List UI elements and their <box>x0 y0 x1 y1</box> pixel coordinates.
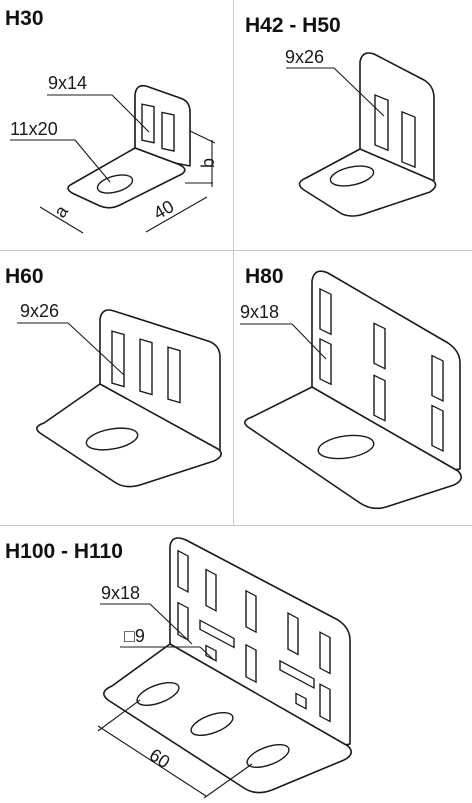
panel-h60: H60 9x26 <box>0 251 233 525</box>
hole-slot <box>431 404 444 452</box>
leader-line <box>149 603 193 645</box>
panel-title: H100 - H110 <box>5 540 123 563</box>
bracket-h30-drawing: 9x14 11x20 a b 40 <box>10 73 218 234</box>
hole-slot <box>431 354 444 402</box>
bracket-h80-drawing: 9x18 <box>240 270 462 510</box>
bracket-h42-drawing: 9x26 <box>285 47 437 217</box>
label-hole-base: 11x20 <box>10 119 58 139</box>
label-hole: 9x26 <box>20 301 59 321</box>
extension-line <box>97 699 141 732</box>
hole-slot <box>85 427 139 451</box>
hole-slot <box>190 711 234 737</box>
dimension-line <box>39 206 84 234</box>
divider-row-1 <box>0 250 472 251</box>
divider-row-2 <box>0 525 472 526</box>
dim-a-label: a <box>50 201 73 221</box>
dimension-line <box>189 130 216 144</box>
leader-line <box>333 67 385 117</box>
hole-slot <box>329 165 375 187</box>
hole-slot <box>373 374 386 422</box>
hole-slot <box>373 322 386 370</box>
hole-slot <box>139 338 153 396</box>
leader-line <box>111 94 150 133</box>
dimension-line <box>145 196 208 233</box>
hole-slot <box>319 337 332 386</box>
panel-h42-h50: H42 - H50 9x26 <box>234 0 472 250</box>
hole-square <box>295 692 307 710</box>
leader-line <box>291 323 327 360</box>
panel-title: H42 - H50 <box>245 14 341 37</box>
hole-slot <box>141 103 155 144</box>
label-square: □9 <box>124 626 145 646</box>
hole-slot <box>287 612 299 656</box>
panel-title: H30 <box>5 7 44 30</box>
dim-pitch-label: 60 <box>146 745 174 773</box>
hole-slot <box>319 683 331 723</box>
leader-line <box>74 139 111 183</box>
hole-slot <box>111 330 125 388</box>
panel-title: H80 <box>245 265 284 288</box>
divider-vertical <box>233 0 234 525</box>
label-hole: 9x26 <box>285 47 324 67</box>
hole-slot <box>245 643 257 684</box>
bracket-upright <box>99 309 221 452</box>
hole-slot <box>246 743 290 769</box>
hole-slot <box>401 110 416 169</box>
hole-slot <box>161 111 175 152</box>
bracket-base <box>298 148 437 217</box>
label-hole: 9x18 <box>240 302 279 322</box>
hole-slot <box>167 346 181 404</box>
label-hole-top: 9x14 <box>48 73 87 93</box>
leader-line <box>67 322 125 376</box>
hole-slot <box>317 434 375 460</box>
dim-length-label: 40 <box>150 196 177 223</box>
hole-slot <box>177 601 189 642</box>
bracket-h60-drawing: 9x26 <box>17 301 222 488</box>
extension-line <box>203 763 253 799</box>
panel-title: H60 <box>5 265 44 288</box>
hole-slot <box>177 549 189 594</box>
dim-b-label: b <box>198 158 218 168</box>
hole-slot <box>319 287 332 336</box>
label-hole: 9x18 <box>101 583 140 603</box>
hole-slot <box>245 589 257 634</box>
panel-h100-h110: H100 - H110 9x18 □9 60 <box>0 526 472 803</box>
dimension-line <box>97 725 207 797</box>
hole-slot <box>279 659 315 690</box>
hole-slot <box>374 93 389 152</box>
panel-h80: H80 9x18 <box>234 251 472 525</box>
hole-square <box>205 644 217 662</box>
hole-slot <box>205 568 217 612</box>
bracket-h100-drawing: 9x18 □9 60 <box>97 537 352 799</box>
panel-h30: H30 9x14 11x20 a b 40 <box>0 0 233 250</box>
leader-line <box>199 646 215 661</box>
bracket-upright <box>311 270 461 474</box>
hole-slot <box>96 174 134 194</box>
hole-slot <box>199 619 235 649</box>
hole-slot <box>319 631 331 675</box>
